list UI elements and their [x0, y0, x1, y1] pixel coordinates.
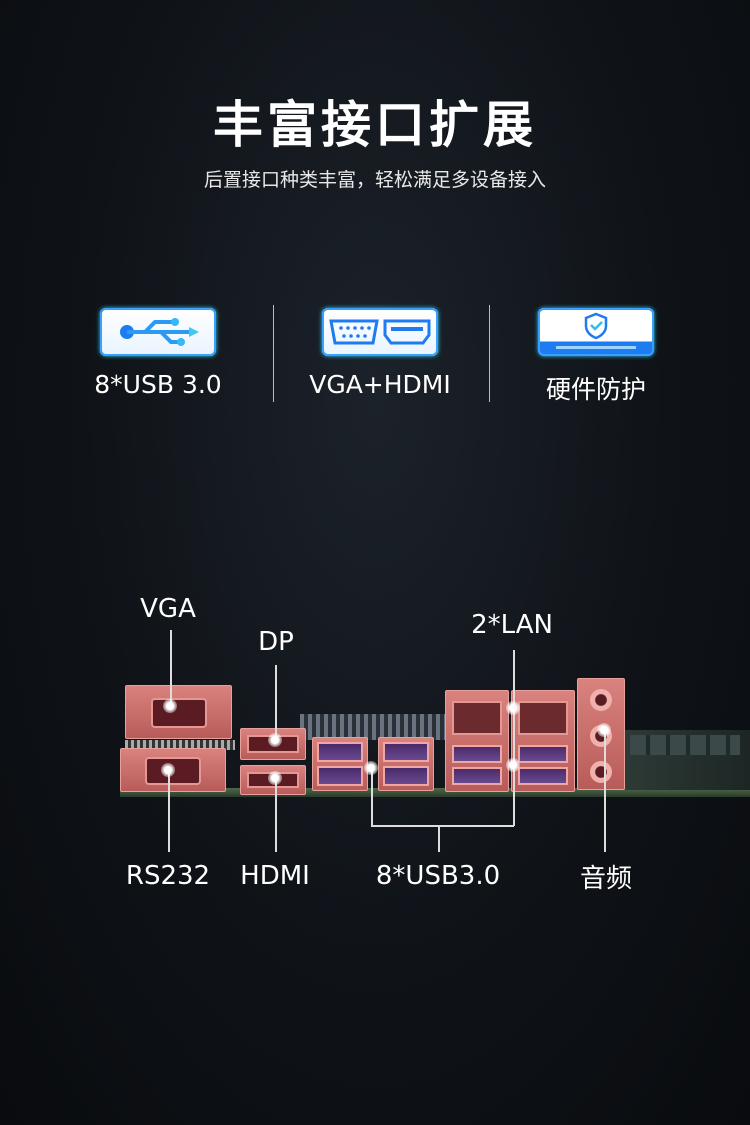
divider	[273, 305, 274, 402]
page-title: 丰富接口扩展	[213, 96, 537, 154]
vga-hdmi-icon	[322, 308, 438, 356]
feature-label: 硬件防护	[545, 375, 646, 404]
lan-usb-stack	[511, 690, 575, 792]
feature-label: 8*USB 3.0	[94, 370, 222, 399]
divider	[489, 305, 490, 402]
feature-label: VGA+HDMI	[309, 370, 451, 399]
lan-label: 2*LAN	[471, 610, 553, 640]
lan-usb-stack	[445, 690, 509, 792]
usb-port-stack	[312, 737, 368, 791]
page-subtitle: 后置接口种类丰富，轻松满足多设备接入	[203, 169, 546, 191]
vga-label: VGA	[140, 594, 196, 624]
vga-port	[125, 685, 232, 739]
audio-label: 音频	[579, 864, 633, 894]
dp-label: DP	[258, 627, 294, 657]
usb-label: 8*USB3.0	[375, 861, 501, 891]
usb-icon	[100, 308, 216, 356]
rs232-label: RS232	[125, 861, 211, 891]
usb-port-stack	[378, 737, 434, 791]
shield-icon	[538, 308, 654, 356]
hdmi-label: HDMI	[240, 861, 310, 891]
